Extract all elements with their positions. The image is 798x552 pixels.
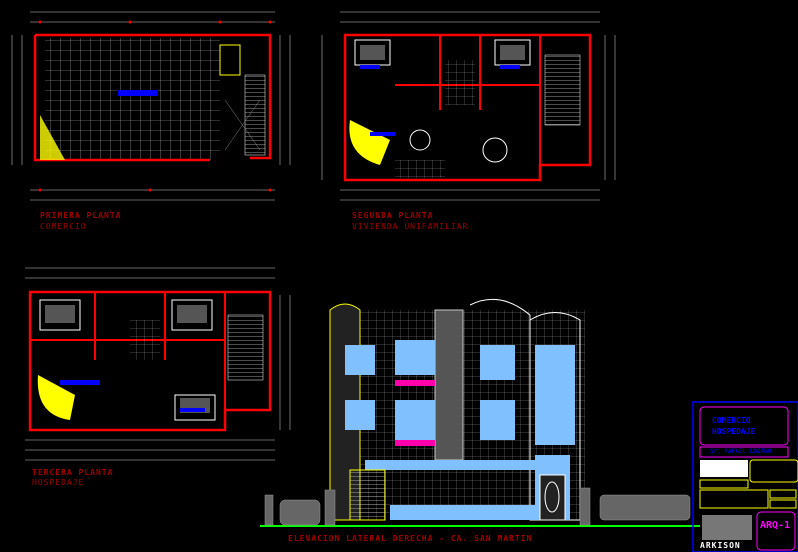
brand-logo: ARKISON <box>700 541 741 550</box>
project-line2: HOSPEDAJE <box>712 427 756 436</box>
plan1-title: PRIMERA PLANTA <box>40 211 122 220</box>
plan3-title: TERCERA PLANTA <box>32 468 114 477</box>
plan1-subtitle: COMERCIO <box>40 222 87 231</box>
plan-segunda-planta <box>321 11 616 201</box>
owner-name: Sr. RAFAEL LOZANO <box>710 448 772 455</box>
plan3-subtitle: HOSPEDAJE <box>32 478 85 487</box>
sheet-number: ARQ-1 <box>760 520 791 531</box>
plan-primera-planta <box>11 11 291 201</box>
project-line1: COMERCIO <box>712 416 751 425</box>
plan-tercera-planta <box>25 267 291 461</box>
plan2-title: SEGUNDA PLANTA <box>352 211 434 220</box>
title-block <box>692 401 798 552</box>
plan2-subtitle: VIVIENDA UNIFAMILIAR <box>352 222 469 231</box>
elevation-drawing <box>260 298 700 527</box>
elevation-title: ELEVACION LATERAL DERECHA - CA. SAN MART… <box>288 534 533 543</box>
